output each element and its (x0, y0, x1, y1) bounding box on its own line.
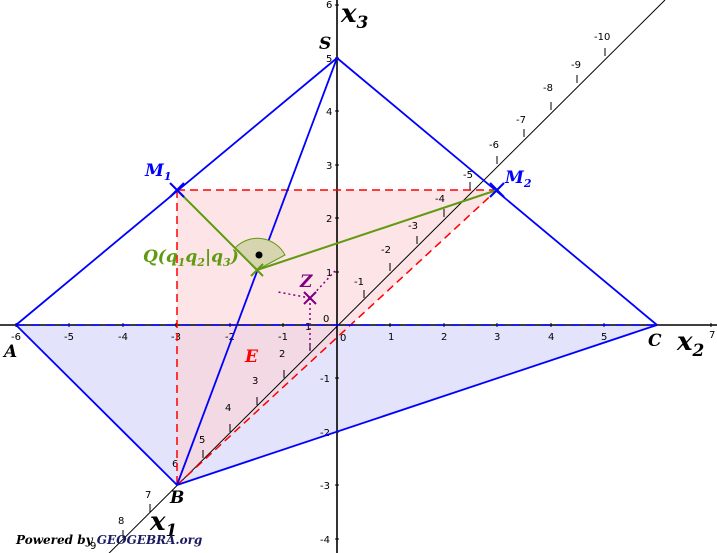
svg-text:-6: -6 (11, 332, 21, 343)
label-m2: M2 (504, 168, 532, 190)
svg-text:4: 4 (326, 107, 332, 118)
svg-text:-9: -9 (571, 60, 581, 71)
svg-text:2: 2 (326, 214, 332, 225)
svg-text:1: 1 (388, 332, 394, 343)
svg-text:7: 7 (145, 490, 151, 501)
svg-text:5: 5 (199, 435, 205, 446)
point-z-marker[interactable] (303, 291, 317, 305)
svg-text:3: 3 (326, 161, 332, 172)
label-b: B (169, 488, 184, 508)
q-segments (176, 189, 498, 271)
point-q-marker[interactable] (250, 263, 264, 277)
svg-text:-5: -5 (463, 170, 473, 181)
axis-label-x1: x1 (149, 507, 177, 541)
svg-text:-4: -4 (118, 332, 128, 343)
svg-text:2: 2 (279, 349, 285, 360)
svg-text:8: 8 (118, 516, 124, 527)
label-z: Z (299, 272, 313, 292)
powered-by-footer[interactable]: Powered by GEOGEBRA.org (16, 533, 202, 547)
svg-text:-10: -10 (594, 32, 610, 43)
svg-text:-5: -5 (64, 332, 74, 343)
plane-e-edges (176, 189, 498, 486)
svg-text:-4: -4 (435, 194, 445, 205)
svg-text:0: 0 (323, 314, 329, 325)
svg-text:1: 1 (305, 322, 311, 333)
x1-tick-labels: 1 2 3 4 5 6 7 8 9 (90, 322, 311, 552)
svg-text:-7: -7 (516, 115, 526, 126)
point-m1-marker[interactable] (169, 182, 185, 198)
svg-text:9: 9 (90, 541, 96, 552)
footer-prefix: Powered by (16, 533, 97, 547)
svg-text:4: 4 (548, 332, 554, 343)
svg-text:-3: -3 (320, 481, 330, 492)
label-s: S (319, 34, 331, 54)
svg-text:3: 3 (494, 332, 500, 343)
svg-text:2: 2 (441, 332, 447, 343)
x2-tick-labels: -6 -5 -4 -3 -2 -1 0 1 2 3 4 5 7 (11, 330, 715, 344)
label-a: A (2, 342, 17, 362)
label-q: Q(q1q2|q3) (143, 247, 239, 269)
x1-neg-tick-labels: -1 -2 -3 -4 -5 -6 -7 -8 -9 -10 (354, 32, 610, 288)
pyramid-edges (15, 57, 658, 486)
right-angle-dot (255, 251, 263, 259)
svg-text:4: 4 (225, 403, 231, 414)
x1-axis (108, 0, 666, 553)
svg-text:-2: -2 (320, 428, 330, 439)
label-e: E (244, 347, 259, 367)
geogebra-brand-link[interactable]: GEOGEBRA.org (96, 533, 203, 547)
svg-text:6: 6 (326, 0, 332, 11)
svg-text:5: 5 (601, 332, 607, 343)
svg-text:-6: -6 (489, 140, 499, 151)
label-m1: M1 (144, 161, 171, 183)
svg-text:0: 0 (340, 333, 346, 344)
svg-text:-1: -1 (320, 374, 330, 385)
svg-text:-2: -2 (381, 245, 391, 256)
svg-text:-4: -4 (320, 535, 330, 546)
svg-text:-8: -8 (543, 83, 553, 94)
point-m2-marker[interactable] (489, 182, 505, 198)
axis-label-x3: x3 (340, 0, 369, 33)
svg-text:-3: -3 (408, 221, 418, 232)
svg-text:-1: -1 (278, 332, 288, 343)
svg-text:-1: -1 (354, 277, 364, 288)
svg-text:-3: -3 (171, 332, 181, 343)
axis-label-x2: x2 (676, 327, 705, 361)
svg-text:3: 3 (252, 376, 258, 387)
svg-text:7: 7 (709, 330, 715, 341)
svg-text:1: 1 (326, 268, 332, 279)
x1-neg-ticks (363, 48, 606, 298)
label-c: C (648, 331, 662, 351)
svg-text:5: 5 (326, 54, 332, 65)
svg-text:-2: -2 (225, 332, 235, 343)
x3-tick-labels: -4 -3 -2 -1 0 1 2 3 4 5 6 (320, 0, 332, 546)
svg-text:6: 6 (172, 459, 178, 470)
